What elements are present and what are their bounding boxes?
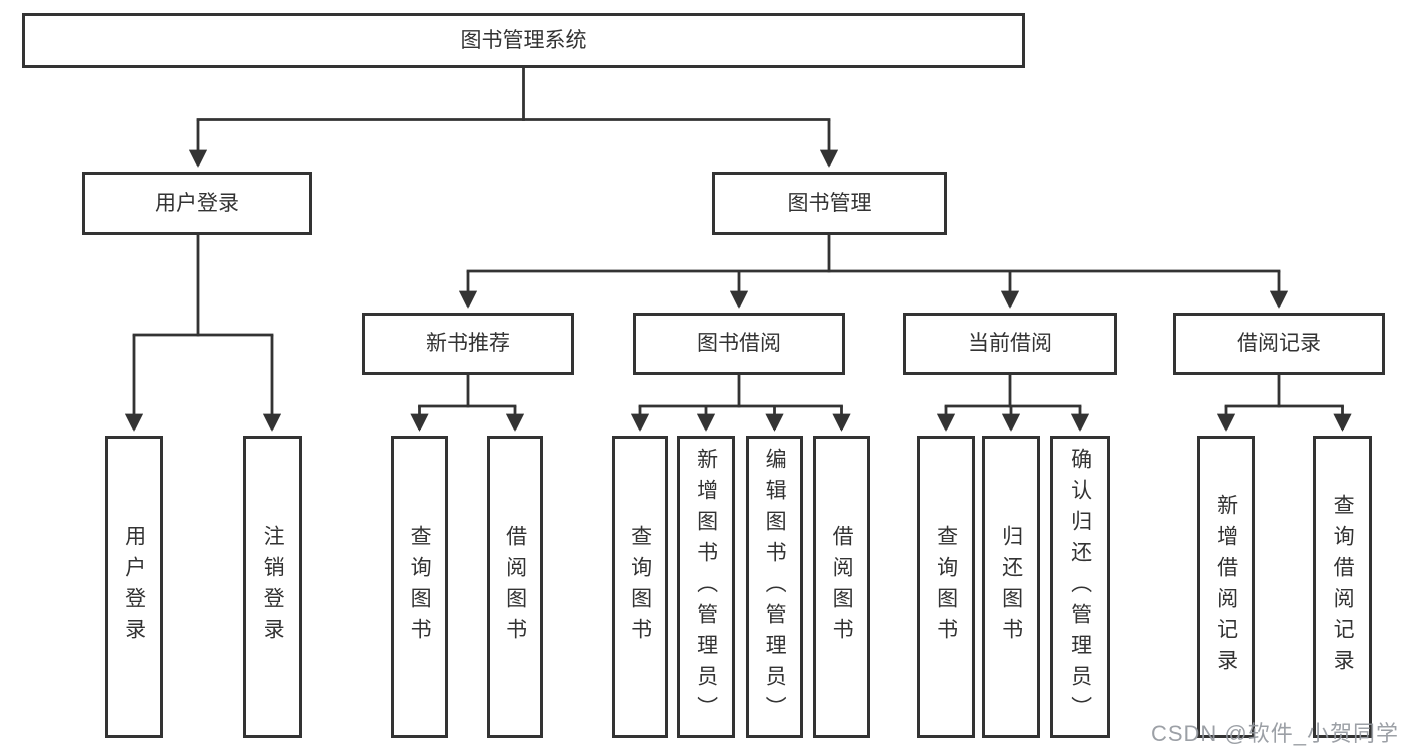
- csdn-watermark: CSDN @软件_小贺同学: [1150, 721, 1399, 746]
- leaf-return-books: 归还图书: [982, 436, 1040, 738]
- leaf-query-borrowing-record: 查询借阅记录: [1313, 436, 1372, 738]
- leaf-query-books-current: 查询图书: [917, 436, 975, 738]
- node-book-borrowing: 图书借阅: [633, 313, 845, 375]
- leaf-borrow-books-recommendation: 借阅图书: [487, 436, 543, 738]
- node-borrowing-records: 借阅记录: [1173, 313, 1385, 375]
- leaf-add-books-admin: 新增图书（管理员）: [677, 436, 735, 738]
- leaf-user-login: 用户登录: [105, 436, 163, 738]
- leaf-query-books-recommendation: 查询图书: [391, 436, 448, 738]
- node-library-management-system: 图书管理系统: [22, 13, 1025, 68]
- node-user-login: 用户登录: [82, 172, 312, 235]
- leaf-edit-books-admin: 编辑图书（管理员）: [746, 436, 803, 738]
- node-new-book-recommendation: 新书推荐: [362, 313, 574, 375]
- leaf-add-borrowing-record: 新增借阅记录: [1197, 436, 1255, 738]
- node-book-management: 图书管理: [712, 172, 947, 235]
- leaf-confirm-return-admin: 确认归还（管理员）: [1050, 436, 1110, 738]
- leaf-borrow-books: 借阅图书: [813, 436, 870, 738]
- node-current-borrowing: 当前借阅: [903, 313, 1117, 375]
- leaf-query-books-borrowing: 查询图书: [612, 436, 668, 738]
- leaf-logout: 注销登录: [243, 436, 302, 738]
